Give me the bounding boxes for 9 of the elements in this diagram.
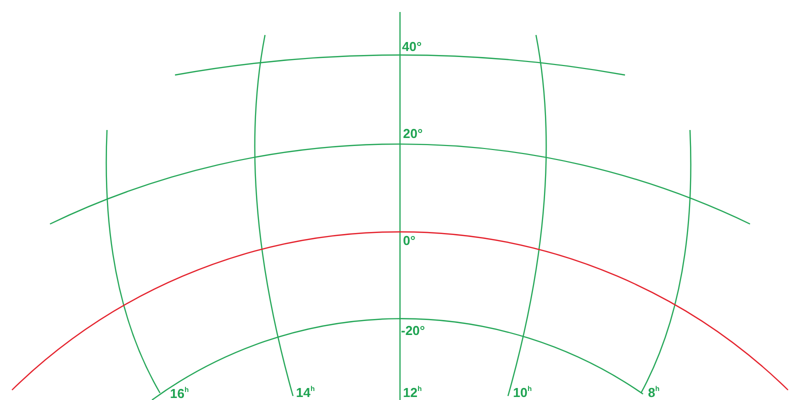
- declination-label: 20°: [403, 127, 423, 140]
- hour-angle-label: 12$^{h}$: [403, 386, 422, 399]
- hour-angle-label: 14$^{h}$: [296, 386, 315, 399]
- declination-label: 0°: [403, 234, 416, 247]
- hour-angle-label: 16$^{h}$: [170, 387, 189, 400]
- declination-label: 40°: [402, 40, 422, 53]
- declination-label: -20°: [401, 324, 425, 337]
- hour-angle-label: 10$^{h}$: [513, 386, 532, 399]
- hour-angle-label: 8$^{h}$: [648, 386, 660, 399]
